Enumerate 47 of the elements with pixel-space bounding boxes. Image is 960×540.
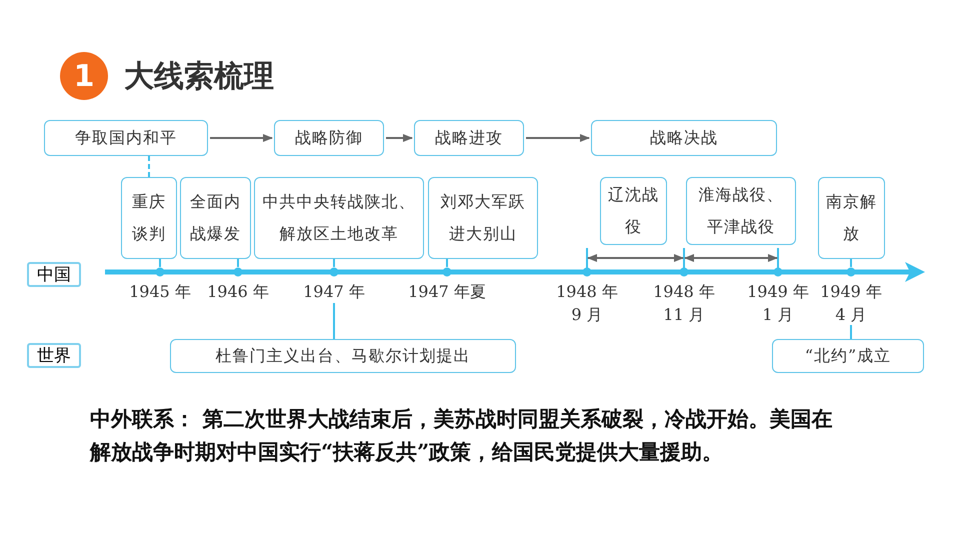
event-box: 淮海战役、平津战役: [686, 177, 796, 245]
date-label: 1945 年: [128, 281, 192, 303]
event-box: 刘邓大军跃进大别山: [428, 177, 538, 259]
date-label: 1946 年: [206, 281, 270, 303]
note-paragraph: 中外联系： 第二次世界大战结束后，美苏战时同盟关系破裂，冷战开始。美国在解放战争时期对中国实行“扶蒋反共”政策，给国民党提供大量援助。: [90, 405, 834, 466]
arrow: [526, 134, 590, 142]
arrow: [210, 134, 273, 142]
timeline-dot: [156, 268, 164, 276]
connector-line: [333, 303, 335, 339]
event-box: 中共中央转战陕北、解放区土地改革: [254, 177, 424, 259]
connector-line: [446, 259, 448, 267]
arrow: [684, 254, 778, 262]
arrow: [386, 134, 413, 142]
timeline-dot: [234, 268, 242, 276]
phase-box: 战略决战: [591, 120, 777, 156]
date-label: 1947 年: [302, 281, 366, 303]
phase-box: 战略防御: [274, 120, 384, 156]
number-badge: 1: [60, 52, 108, 100]
row-tag: 中国: [27, 262, 81, 287]
connector-line: [237, 259, 239, 267]
connector-line: [333, 259, 335, 267]
date-label: 1949 年 1 月: [746, 281, 810, 326]
title: 大线索梳理: [124, 58, 274, 96]
event-box: 南京解放: [818, 177, 885, 259]
timeline-dot: [582, 248, 592, 276]
date-label: 1948 年 11 月: [652, 281, 716, 326]
event-box: “北约”成立: [772, 339, 924, 373]
timeline-dot: [846, 268, 856, 276]
date-label: 1947 年夏: [407, 281, 487, 303]
timeline-dot: [680, 248, 688, 276]
event-box: 全面内战爆发: [180, 177, 251, 259]
timeline-dot: [442, 268, 452, 276]
timeline-dot: [774, 248, 782, 276]
event-box: 重庆谈判: [121, 177, 177, 259]
date-label: 1949 年 4 月: [819, 281, 883, 326]
event-box: 杜鲁门主义出台、马歇尔计划提出: [170, 339, 516, 373]
date-label: 1948 年 9 月: [555, 281, 619, 326]
connector-line: [159, 259, 161, 267]
phase-box: 争取国内和平: [44, 120, 208, 156]
event-box: 辽沈战役: [600, 177, 667, 245]
row-tag: 世界: [27, 343, 81, 368]
connector-line: [850, 325, 852, 339]
connector-line: [148, 156, 150, 177]
connector-line: [850, 259, 852, 267]
arrow: [587, 254, 684, 262]
timeline-dot: [330, 268, 338, 276]
phase-box: 战略进攻: [414, 120, 524, 156]
